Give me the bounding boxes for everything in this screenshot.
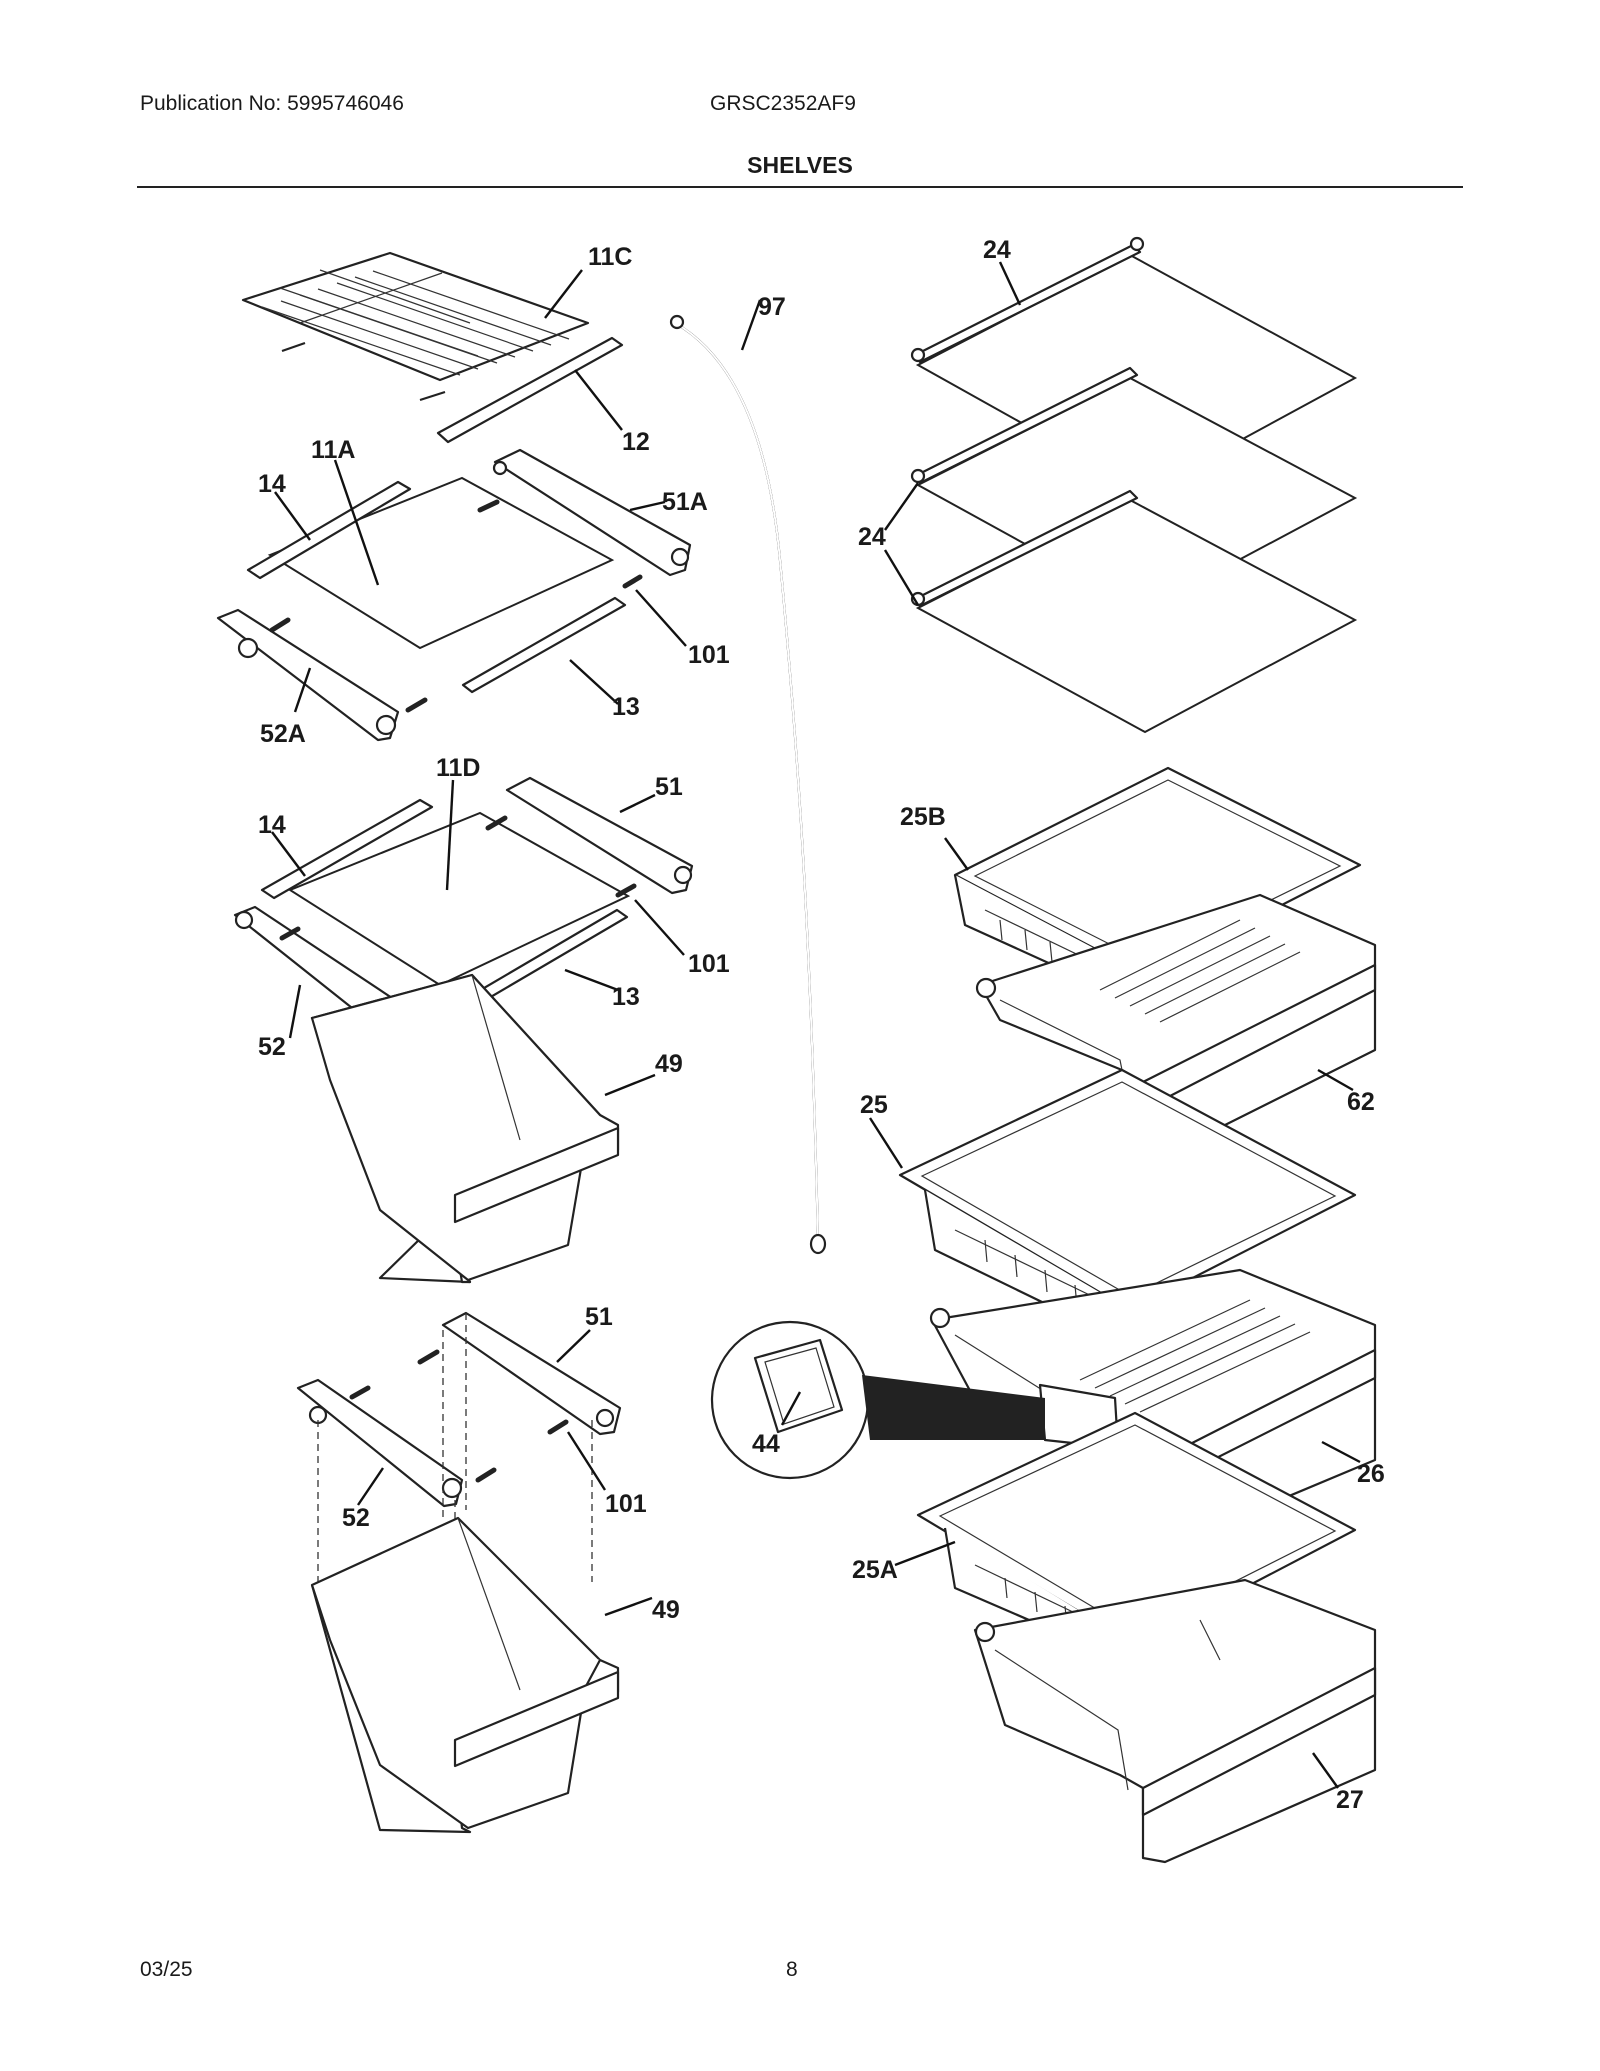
callout-51-upper: 51 — [655, 773, 683, 801]
header-divider — [137, 186, 1463, 188]
glass-shelf-24-bottom — [910, 489, 1358, 734]
bracket-51-lower — [441, 1311, 622, 1436]
callout-52A: 52A — [260, 720, 306, 748]
crisper-drawer-62 — [975, 893, 1377, 1157]
callout-49-lower: 49 — [652, 1596, 680, 1624]
front-trim-12 — [436, 336, 624, 444]
glass-shelf-11A — [267, 476, 615, 650]
callout-25B: 25B — [900, 803, 946, 831]
callout-13-upper: 13 — [612, 693, 640, 721]
callout-11C: 11C — [588, 243, 632, 271]
callout-14-lower: 14 — [258, 811, 286, 839]
bracket-52-lower — [296, 1378, 464, 1508]
callout-101-middle: 101 — [688, 950, 730, 978]
water-tube-97 — [669, 314, 827, 1255]
publication-number: Publication No: 5995746046 — [140, 92, 404, 115]
screws-lower — [349, 1349, 569, 1483]
callout-51-lower: 51 — [585, 1303, 613, 1331]
callout-52-lower: 52 — [342, 1504, 370, 1532]
glass-shelf-24-middle — [910, 366, 1358, 612]
callout-49-upper: 49 — [655, 1050, 683, 1078]
exploded-parts-diagram: 11C 97 24 12 11A 14 51A 24 101 13 52A 11… — [216, 236, 1385, 1864]
model-number: GRSC2352AF9 — [710, 92, 856, 115]
page-title: SHELVES — [747, 152, 853, 178]
glass-shelf-11D — [287, 811, 631, 987]
bracket-51A — [492, 448, 692, 577]
callout-24-lower: 24 — [858, 523, 886, 551]
callout-44: 44 — [752, 1430, 780, 1458]
rear-trim-14-upper — [246, 480, 412, 580]
door-bin-49-lower — [310, 1516, 620, 1834]
callout-14-upper: 14 — [258, 470, 286, 498]
callout-25A: 25A — [852, 1556, 898, 1584]
leader-lines — [271, 261, 1361, 1789]
callout-62: 62 — [1347, 1088, 1375, 1116]
callout-51A: 51A — [662, 488, 708, 516]
door-bin-49-upper — [310, 973, 620, 1284]
callout-24-top: 24 — [983, 236, 1011, 264]
callout-11A: 11A — [311, 436, 355, 464]
callout-27: 27 — [1336, 1786, 1364, 1814]
front-trim-13-upper — [461, 596, 627, 694]
page-number: 8 — [786, 1958, 798, 1981]
callout-13-lower: 13 — [612, 983, 640, 1011]
crisper-drawer-27 — [973, 1578, 1377, 1864]
callout-11D: 11D — [436, 754, 480, 782]
callout-97: 97 — [758, 293, 786, 321]
callout-52-upper: 52 — [258, 1033, 286, 1061]
wire-shelf-11C — [241, 251, 590, 402]
bracket-51-upper — [505, 776, 694, 895]
detail-callout-44 — [710, 1320, 1045, 1480]
callout-26: 26 — [1357, 1460, 1385, 1488]
callout-25: 25 — [860, 1091, 888, 1119]
callout-12: 12 — [622, 428, 650, 456]
screws-upper — [269, 499, 643, 713]
callout-101-upper: 101 — [688, 641, 730, 669]
callout-101-lower: 101 — [605, 1490, 647, 1518]
footer-date: 03/25 — [140, 1958, 193, 1981]
